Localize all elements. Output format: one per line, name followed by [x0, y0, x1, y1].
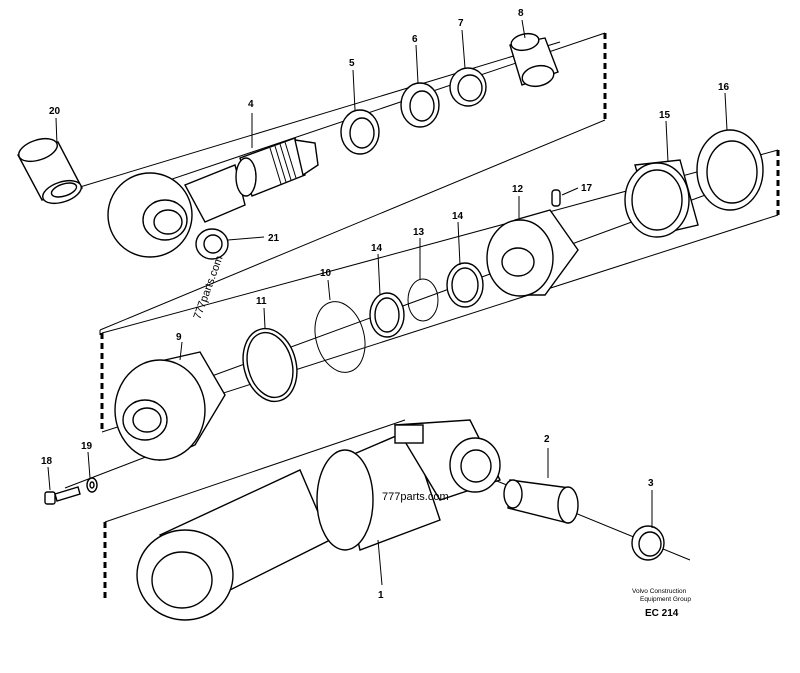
part-18-bolt	[44, 486, 81, 505]
watermark-horizontal: 777parts.com	[382, 491, 449, 503]
callout-17: 17	[581, 183, 593, 194]
part-15-sleeve	[624, 159, 699, 238]
callout-14a: 14	[371, 243, 383, 254]
callout-12: 12	[512, 184, 524, 195]
part-8-bushing	[509, 32, 559, 88]
part-11-seal	[242, 327, 298, 403]
brand-line-2: Equipment Group	[640, 596, 691, 603]
callout-19: 19	[81, 441, 93, 452]
callout-11: 11	[256, 296, 267, 307]
callout-21: 21	[268, 233, 280, 244]
part-1-cylinder-tube	[136, 419, 501, 621]
callout-labels: 1 2 3 4 5 6 7 8 9 10 11 12 13 14 14 15 1…	[41, 8, 730, 601]
callout-1: 1	[378, 590, 384, 601]
part-16-seal-ring	[696, 129, 764, 211]
rod-eye	[107, 164, 246, 258]
part-4-threaded-rod	[235, 137, 319, 197]
part-19-washer	[86, 477, 98, 493]
callout-15: 15	[659, 110, 671, 121]
callout-14b: 14	[452, 211, 464, 222]
callout-3: 3	[648, 478, 654, 489]
callout-16: 16	[718, 82, 730, 93]
callout-4: 4	[248, 99, 254, 110]
callout-7: 7	[458, 18, 464, 29]
part-20-bushing	[16, 137, 84, 205]
watermark-rotated: 777parts.com	[192, 254, 226, 321]
part-12-piston	[486, 209, 579, 297]
part-7-ring	[449, 67, 487, 107]
callout-13: 13	[413, 227, 425, 238]
callout-2: 2	[544, 434, 550, 445]
part-2-bushing	[503, 479, 579, 524]
callout-18: 18	[41, 456, 53, 467]
part-14a-ring	[369, 292, 405, 338]
part-5-ring	[340, 109, 380, 155]
leader-lines	[47, 19, 728, 586]
drawing-code: EC 214	[645, 608, 679, 619]
callout-8: 8	[518, 8, 524, 19]
brand-line-1: Volvo Construction	[632, 588, 687, 595]
part-3-ring	[631, 525, 665, 561]
part-21-bushing	[195, 228, 229, 260]
part-9-flange	[114, 351, 226, 462]
callout-6: 6	[412, 34, 418, 45]
part-10-seal	[314, 301, 366, 373]
part-6-ring	[400, 82, 440, 128]
callout-9: 9	[176, 332, 182, 343]
part-13-ring	[407, 278, 439, 322]
part-17-pin	[551, 189, 561, 207]
callout-20: 20	[49, 106, 61, 117]
callout-10: 10	[320, 268, 332, 279]
callout-5: 5	[349, 58, 355, 69]
part-14b-ring	[446, 262, 484, 308]
